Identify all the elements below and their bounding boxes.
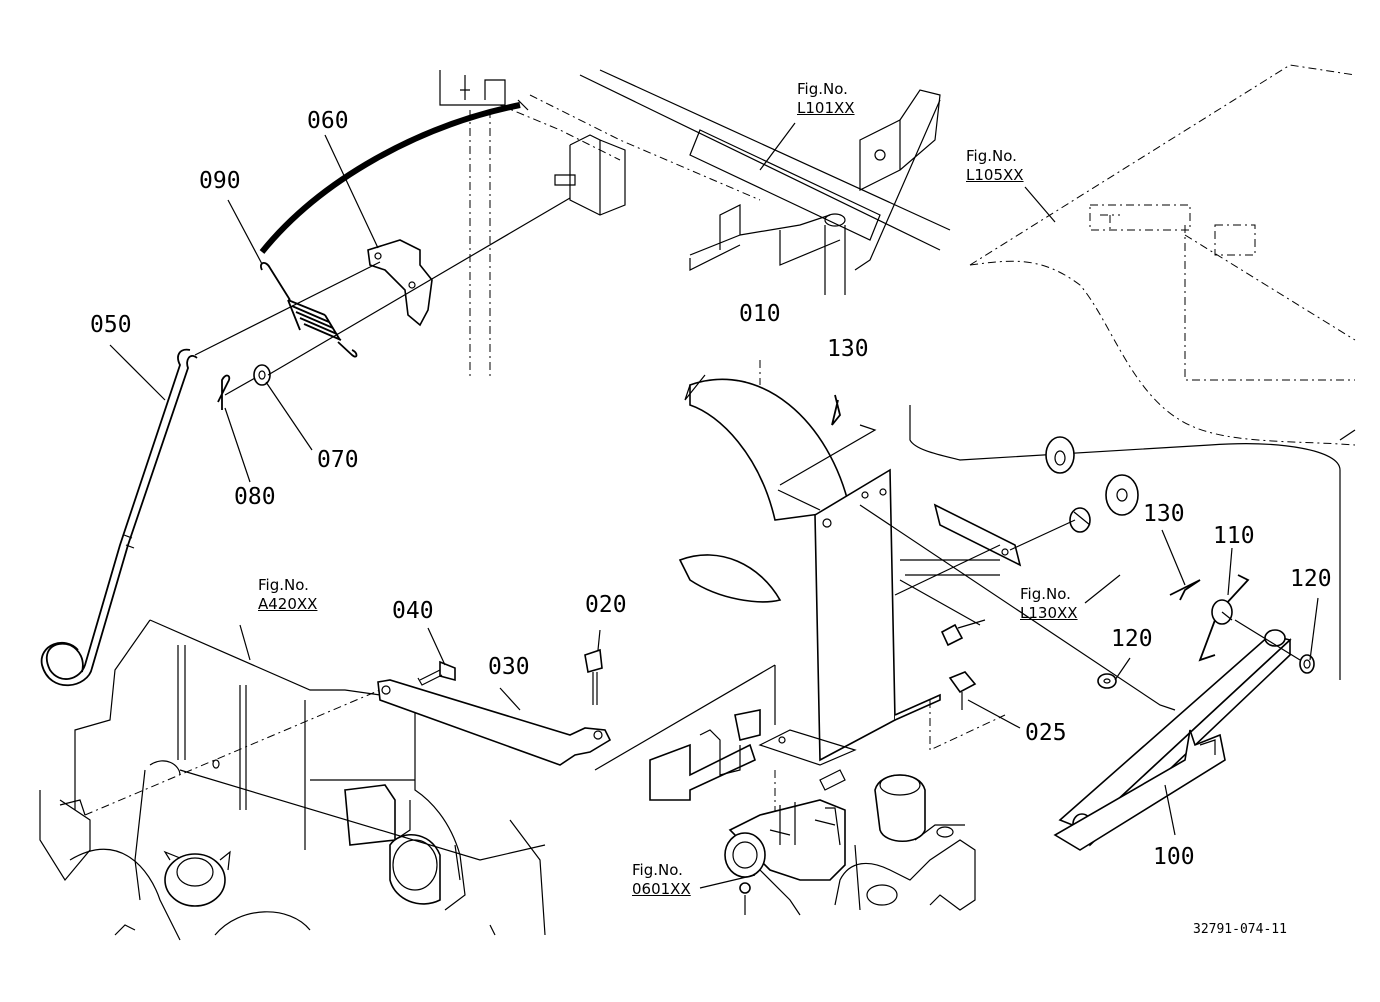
figref-code: A420XX bbox=[258, 595, 318, 613]
part-label-130b: 130 bbox=[1143, 501, 1185, 527]
bolt-025 bbox=[929, 671, 1006, 751]
spring-110 bbox=[1198, 574, 1250, 662]
leader-lines-right bbox=[859, 504, 1319, 836]
clip-pin-130b bbox=[1169, 579, 1201, 601]
figref-a420xx: Fig.No. A420XX bbox=[258, 576, 317, 614]
figref-code: L105XX bbox=[966, 166, 1024, 184]
part-label-130a: 130 bbox=[827, 336, 869, 362]
figref-0601xx: Fig.No. 0601XX bbox=[632, 861, 691, 899]
figref-l130xx: Fig.No. L130XX bbox=[1020, 585, 1078, 623]
drawing-code: 32791-074-11 bbox=[1193, 922, 1287, 937]
arm-100 bbox=[1053, 629, 1292, 851]
figref-leaders bbox=[699, 122, 1121, 889]
part-label-080: 080 bbox=[234, 484, 276, 510]
bolt-020 bbox=[584, 629, 776, 771]
figref-prefix: Fig.No. bbox=[632, 861, 683, 879]
lower-bracket bbox=[649, 665, 776, 830]
part-label-010: 010 bbox=[739, 301, 781, 327]
frame-l101xx bbox=[439, 69, 951, 380]
cover-l105xx bbox=[969, 64, 1356, 446]
washer-120a bbox=[1097, 673, 1117, 689]
pin-080 bbox=[217, 374, 231, 410]
washer-120b bbox=[1299, 654, 1315, 674]
bolt-040 bbox=[417, 627, 456, 686]
bracket-010 bbox=[678, 360, 1022, 766]
lever-plate-060 bbox=[367, 239, 433, 327]
figref-prefix: Fig.No. bbox=[1020, 585, 1071, 603]
spring-090 bbox=[260, 262, 358, 358]
leader-lines-top bbox=[109, 134, 571, 483]
part-label-110: 110 bbox=[1213, 523, 1255, 549]
engine-parts-right bbox=[834, 774, 976, 911]
bolt-025-upper bbox=[940, 619, 986, 647]
figref-prefix: Fig.No. bbox=[966, 147, 1017, 165]
figref-prefix: Fig.No. bbox=[797, 80, 848, 98]
figref-l105xx: Fig.No. L105XX bbox=[966, 147, 1024, 185]
bushing bbox=[1009, 474, 1139, 551]
part-label-100: 100 bbox=[1153, 844, 1195, 870]
bracket-030 bbox=[377, 679, 612, 766]
figref-prefix: Fig.No. bbox=[258, 576, 309, 594]
rod-050 bbox=[40, 348, 198, 687]
washer-070 bbox=[253, 364, 271, 386]
part-label-025: 025 bbox=[1025, 720, 1067, 746]
figref-code: 0601XX bbox=[632, 880, 691, 898]
part-label-120a: 120 bbox=[1111, 626, 1153, 652]
clip-pin-130a bbox=[831, 394, 841, 426]
figref-code: L130XX bbox=[1020, 604, 1078, 622]
part-label-120b: 120 bbox=[1290, 566, 1332, 592]
part-label-020: 020 bbox=[585, 592, 627, 618]
part-label-060: 060 bbox=[307, 108, 349, 134]
fig-0601xx-part bbox=[724, 769, 861, 916]
right-cover-edge bbox=[909, 405, 1356, 680]
part-label-050: 050 bbox=[90, 312, 132, 338]
part-label-090: 090 bbox=[199, 168, 241, 194]
figref-l101xx: Fig.No. L101XX bbox=[797, 80, 855, 118]
part-label-040: 040 bbox=[392, 598, 434, 624]
part-label-030: 030 bbox=[488, 654, 530, 680]
frame-a420xx bbox=[39, 619, 546, 941]
part-label-070: 070 bbox=[317, 447, 359, 473]
figref-code: L101XX bbox=[797, 99, 855, 117]
spring-060-strip bbox=[259, 99, 529, 254]
